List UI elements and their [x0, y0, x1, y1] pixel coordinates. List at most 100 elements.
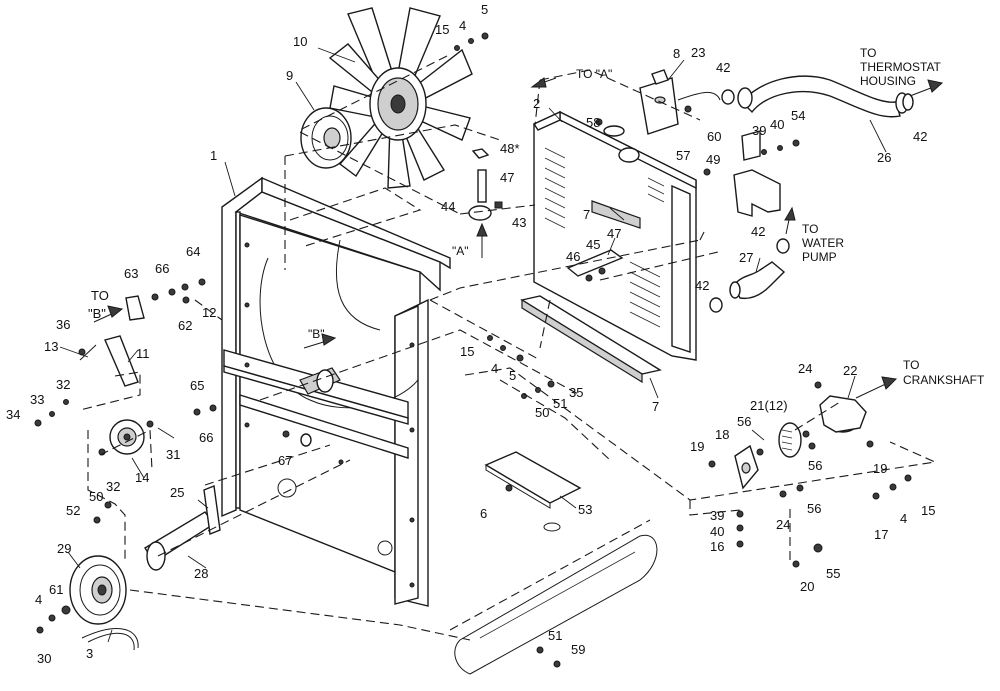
callout-11: 11	[136, 346, 150, 361]
fan-blade	[328, 7, 473, 189]
callout-64: 64	[186, 244, 200, 259]
note-thermostat-line2: THERMOSTAT	[860, 60, 942, 74]
callout-61: 61	[49, 582, 63, 597]
callout-63: 63	[124, 266, 138, 281]
callout-33: 33	[30, 392, 44, 407]
callout-28: 28	[194, 566, 208, 581]
note-water-line3: PUMP	[802, 250, 837, 264]
callout-22: 22	[843, 363, 857, 378]
callout-44: 44	[441, 199, 455, 214]
callout-19: 19	[690, 439, 704, 454]
leader-lines	[59, 47, 887, 643]
callout-17: 17	[874, 527, 888, 542]
callout-50: 50	[89, 489, 103, 504]
callout-48: 48*	[500, 141, 520, 156]
callout-30: 30	[37, 651, 51, 666]
callout-67: 67	[278, 453, 292, 468]
callout-32: 32	[56, 377, 70, 392]
callout-58: 58	[586, 115, 600, 130]
note-water-line1: TO	[802, 222, 818, 236]
direction-arrows	[93, 77, 944, 399]
callout-27: 27	[739, 250, 753, 265]
drive-shaft	[144, 485, 221, 571]
note-thermostat-line1: TO	[860, 46, 876, 60]
drive-pulley	[69, 555, 127, 625]
note-to-b-line1: TO	[91, 288, 109, 303]
radiator-lower-bar	[520, 295, 662, 384]
callout-40: 40	[770, 117, 784, 132]
callout-15: 15	[921, 503, 935, 518]
callout-10: 10	[293, 34, 307, 49]
bracket-63	[125, 295, 145, 321]
callout-56: 56	[808, 458, 822, 473]
callout-7: 7	[583, 207, 590, 222]
callout-15: 15	[435, 22, 449, 37]
callout-12: 12	[202, 305, 216, 320]
callout-36: 36	[56, 317, 70, 332]
callout-47: 47	[607, 226, 621, 241]
callout-45: 45	[586, 237, 600, 252]
bracket-18	[734, 444, 759, 490]
callout-32: 32	[106, 479, 120, 494]
hardware	[34, 32, 914, 668]
callout-24: 24	[776, 517, 790, 532]
callout-18: 18	[715, 427, 729, 442]
callout-19: 19	[873, 461, 887, 476]
callout-16: 16	[710, 539, 724, 554]
callout-40: 40	[710, 524, 724, 539]
base-frame-rail	[449, 519, 658, 675]
shroud-frame	[221, 176, 451, 607]
callout-13: 13	[44, 339, 58, 354]
callout-59: 59	[571, 642, 585, 657]
callout-8: 8	[673, 46, 680, 61]
callout-50: 50	[535, 405, 549, 420]
callout-21: 21(12)	[750, 398, 788, 413]
callout-2: 2	[533, 96, 540, 111]
callout-39: 39	[710, 508, 724, 523]
callout-39: 39	[752, 123, 766, 138]
callout-60: 60	[707, 129, 721, 144]
callout-46: 46	[566, 249, 580, 264]
callout-66: 66	[199, 430, 213, 445]
callout-34: 34	[6, 407, 20, 422]
callout-14: 14	[135, 470, 149, 485]
callout-4: 4	[459, 18, 466, 33]
callout-3: 3	[86, 646, 93, 661]
lower-hose	[729, 261, 786, 300]
callout-51: 51	[548, 628, 562, 643]
callout-4: 4	[35, 592, 42, 607]
callout-43: 43	[512, 215, 526, 230]
cover-plate-53	[484, 451, 582, 509]
note-view-a: "A"	[452, 244, 469, 258]
callout-5: 5	[481, 2, 488, 17]
overflow-bracket	[733, 130, 781, 217]
belt	[81, 628, 139, 651]
callout-4: 4	[491, 361, 498, 376]
callout-23: 23	[691, 45, 705, 60]
callout-65: 65	[190, 378, 204, 393]
callout-51: 51	[553, 396, 567, 411]
note-crank-line1: TO	[903, 358, 919, 372]
callout-49: 49	[706, 152, 720, 167]
callout-42: 42	[695, 278, 709, 293]
callout-55: 55	[826, 566, 840, 581]
callout-7: 7	[652, 399, 659, 414]
note-to-a: TO "A"	[576, 67, 612, 81]
alignment-lines	[79, 55, 937, 641]
callout-25: 25	[170, 485, 184, 500]
callout-52: 52	[66, 503, 80, 518]
callout-26: 26	[877, 150, 891, 165]
fan-pulley	[300, 107, 352, 169]
note-crank-line2: CRANKSHAFT	[903, 373, 985, 387]
callout-15: 15	[460, 344, 474, 359]
callout-6: 6	[480, 506, 487, 521]
callout-labels: 1 2 3 4 4 4 4 5 5 6 7 7 8 9 10 11 12 13 …	[6, 2, 935, 666]
callout-31: 31	[166, 447, 180, 462]
callout-42: 42	[751, 224, 765, 239]
callout-57: 57	[676, 148, 690, 163]
callout-1: 1	[210, 148, 217, 163]
callout-56: 56	[807, 501, 821, 516]
radiator-core	[532, 110, 697, 361]
